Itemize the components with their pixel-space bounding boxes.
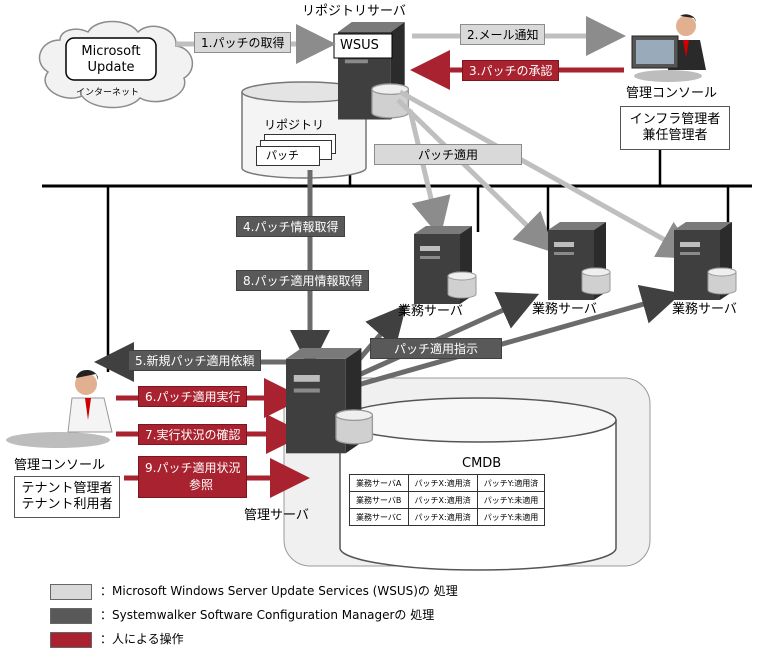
step-1-fetch-patch: 1.パッチの取得 — [194, 32, 292, 53]
admin-console-top-title: 管理コンソール — [626, 86, 718, 101]
step-7-check-status: 7.実行状況の確認 — [138, 424, 248, 445]
table-cell: パッチY:未適用 — [476, 491, 546, 509]
table-cell: パッチX:適用済 — [407, 491, 478, 509]
admin-console-left-roles: テナント管理者 テナント利用者 — [14, 476, 120, 518]
internet-cloud — [38, 20, 194, 109]
table-cell: 業務サーバA — [349, 474, 409, 492]
legend-swatch-wsus — [50, 584, 92, 600]
admin-console-top-roles: インフラ管理者 兼任管理者 — [620, 106, 730, 150]
step-apply-instruction: パッチ適用指示 — [370, 338, 502, 359]
microsoft-update-line2: Update — [87, 60, 135, 75]
table-cell: パッチX:適用済 — [407, 508, 478, 526]
step-8-get-apply-info: 8.パッチ適用情報取得 — [236, 270, 370, 291]
table-cell: パッチY:適用済 — [476, 474, 546, 492]
business-server-label-3: 業務サーバ — [672, 302, 737, 317]
step-5-new-apply-request: 5.新規パッチ適用依頼 — [128, 350, 262, 371]
cmdb-table: 業務サーバA パッチX:適用済 パッチY:適用済 業務サーバB パッチX:適用済… — [349, 474, 546, 526]
business-server-label-2: 業務サーバ — [532, 302, 597, 317]
business-server-label-1: 業務サーバ — [398, 304, 463, 319]
table-row: 業務サーバC パッチX:適用済 パッチY:未適用 — [349, 508, 546, 526]
step-3-approve-patch: 3.パッチの承認 — [462, 60, 560, 81]
management-server-title: 管理サーバ — [244, 508, 309, 523]
step-patch-apply: パッチ適用 — [374, 144, 522, 165]
table-row: 業務サーバA パッチX:適用済 パッチY:適用済 — [349, 474, 546, 492]
legend-label-human: ：人による操作 — [100, 632, 184, 646]
wsus-label: WSUS — [340, 38, 379, 53]
repository-patch-label: パッチ — [266, 149, 299, 162]
legend-swatch-human — [50, 632, 92, 648]
table-cell: パッチY:未適用 — [476, 508, 546, 526]
step-9-view-apply-status: 9.パッチ適用状況 参照 — [138, 456, 248, 498]
admin-console-left-title: 管理コンソール — [14, 458, 106, 473]
admin-person-top — [631, 14, 706, 82]
legend-label-scm: ：Systemwalker Software Configuration Man… — [100, 608, 435, 622]
legend-swatch-scm — [50, 608, 92, 624]
legend-label-wsus: ：Microsoft Windows Server Update Service… — [100, 584, 458, 598]
microsoft-update-line1: Microsoft — [81, 44, 141, 59]
table-row: 業務サーバB パッチX:適用済 パッチY:未適用 — [349, 491, 546, 509]
step-6-execute-apply: 6.パッチ適用実行 — [138, 386, 248, 407]
table-cell: 業務サーバB — [349, 491, 409, 509]
repository-label: リポジトリ — [264, 118, 325, 132]
step-4-get-patch-info: 4.パッチ情報取得 — [236, 216, 346, 237]
step-2-mail-notify: 2.メール通知 — [460, 24, 546, 45]
repo-server-title: リポジトリサーバ — [302, 4, 406, 19]
cmdb-title: CMDB — [462, 456, 502, 471]
internet-caption: インターネット — [76, 88, 140, 98]
table-cell: パッチX:適用済 — [407, 474, 478, 492]
admin-person-left — [6, 369, 113, 448]
table-cell: 業務サーバC — [349, 508, 409, 526]
